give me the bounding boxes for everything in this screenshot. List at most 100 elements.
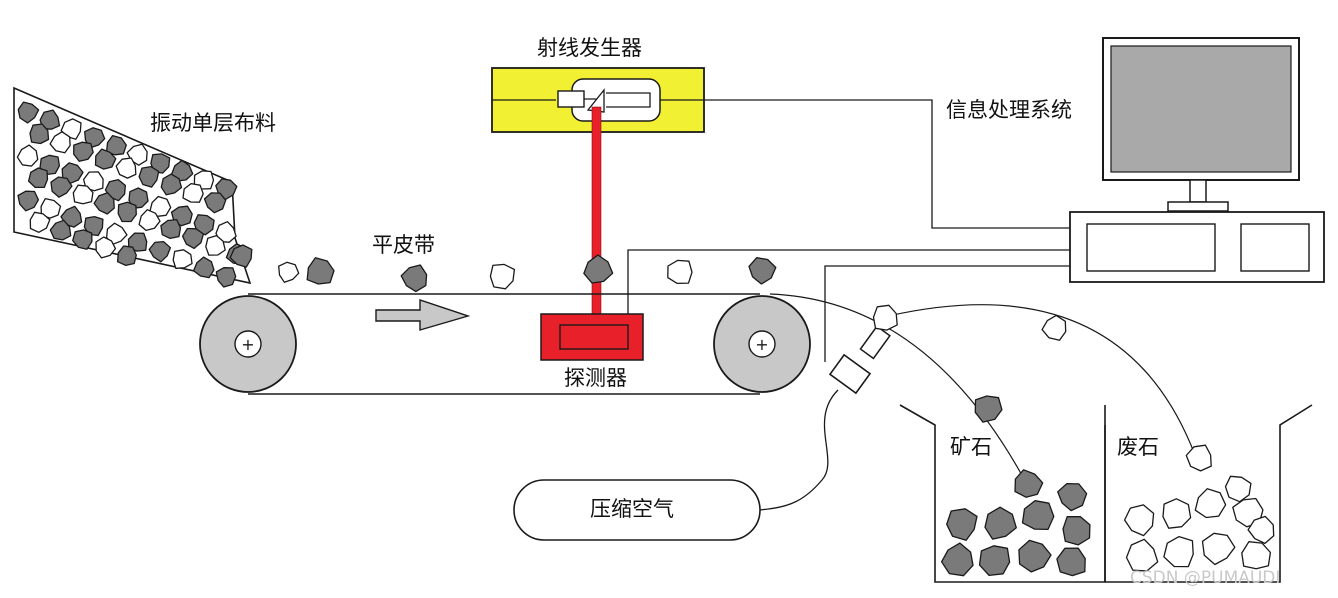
- signal-cables: [627, 99, 1070, 362]
- ore-rock: [29, 123, 50, 145]
- waste-trajectory: [879, 304, 1196, 456]
- ore-rock: [203, 192, 227, 214]
- ore-rock: [181, 227, 205, 250]
- waste-rock: [1224, 475, 1252, 503]
- waste-rock: [138, 209, 161, 232]
- ore-rock: [306, 257, 335, 285]
- ore-rock: [583, 254, 614, 284]
- watermark: CSDN @PUMAUDI: [1130, 568, 1281, 588]
- waste-rock: [105, 222, 128, 245]
- air-ejector: [757, 325, 891, 511]
- ore-rock: [49, 219, 72, 241]
- ore-rock: [60, 205, 83, 228]
- detector: [540, 313, 644, 361]
- waste-rock: [489, 263, 516, 290]
- waste-rock: [1163, 535, 1194, 568]
- waste-rock: [1194, 488, 1227, 519]
- ore-rock: [160, 218, 182, 240]
- detector-cable: [627, 249, 1070, 314]
- waste-rock: [1125, 538, 1159, 572]
- ore-rock: [974, 395, 1003, 423]
- processing-system-label: 信息处理系统: [946, 98, 1072, 122]
- waste-rock: [872, 304, 898, 331]
- waste-rock: [1185, 444, 1212, 472]
- waste-bin: [1105, 404, 1313, 583]
- ore-rock: [215, 267, 237, 288]
- waste-rock: [49, 131, 71, 154]
- ore-trajectory: [769, 293, 1031, 491]
- air-label: 压缩空气: [590, 497, 674, 521]
- waste-rock: [149, 195, 172, 217]
- xray-tube: [571, 78, 661, 122]
- waste-rock: [115, 157, 137, 179]
- ore-rock: [1021, 500, 1055, 531]
- waste-rock: [1162, 498, 1192, 529]
- ore-rock: [400, 264, 428, 293]
- ore-rock: [160, 173, 183, 196]
- ore-rock: [17, 190, 40, 212]
- waste-rock: [82, 171, 104, 192]
- ore-rock: [1057, 482, 1088, 512]
- vibrating-feeder: [13, 86, 252, 288]
- ore-rock: [27, 167, 49, 189]
- waste-rock: [95, 236, 117, 259]
- valve-nozzle-icon: [828, 353, 872, 395]
- ore-rock: [946, 508, 978, 541]
- ore-rock: [1062, 515, 1091, 546]
- waste-rock: [278, 261, 300, 283]
- collection-bins: [899, 404, 1313, 583]
- waste-rock: [1247, 515, 1275, 545]
- detector-label: 探测器: [564, 366, 627, 390]
- waste-rock: [40, 197, 62, 219]
- waste-rock: [29, 211, 51, 233]
- ore-rock: [50, 176, 73, 198]
- ore-rock: [116, 245, 137, 267]
- ore-rock: [138, 165, 160, 188]
- ore-rock: [117, 201, 137, 223]
- ore-rock: [1018, 539, 1052, 573]
- ore-rock: [94, 148, 117, 170]
- ore-label: 矿石: [950, 435, 992, 459]
- ore-rock: [748, 257, 777, 285]
- ore-rock: [148, 240, 172, 263]
- ore-rock: [940, 542, 974, 577]
- valve-cable: [824, 265, 1070, 362]
- waste-rock: [16, 144, 39, 167]
- waste-rock: [205, 234, 226, 256]
- ore-rock: [73, 141, 94, 162]
- ore-rock: [192, 256, 215, 279]
- ore-rock: [127, 232, 148, 252]
- arrow-right-icon: [375, 299, 471, 331]
- waste-rock: [1201, 532, 1236, 566]
- trajectories: [769, 293, 1196, 491]
- ore-rock: [984, 506, 1017, 540]
- waste-label: 废石: [1117, 435, 1159, 459]
- waste-rock: [182, 182, 204, 203]
- waste-rock: [172, 249, 193, 269]
- waste-rock: [1241, 541, 1272, 570]
- ore-rock: [978, 545, 1011, 577]
- generator-cable: [704, 99, 1070, 229]
- monitor-screen: [1110, 45, 1292, 173]
- ore-rock: [1056, 547, 1086, 577]
- ore-rock: [72, 229, 93, 250]
- xray-beam: [591, 106, 602, 318]
- compressed-air-tank: [513, 479, 761, 541]
- waste-rock: [1041, 314, 1067, 341]
- pulley-axle-icon: +: [755, 335, 768, 354]
- ore-rock: [17, 101, 40, 124]
- feeder-label: 振动单层布料: [150, 111, 276, 135]
- generator-label: 射线发生器: [537, 36, 642, 60]
- waste-rock: [1123, 504, 1155, 537]
- rock-pieces: [229, 244, 1275, 577]
- flat-belt-conveyor: + +: [199, 293, 811, 395]
- pulley-axle-icon: +: [241, 335, 254, 354]
- air-hose: [757, 389, 839, 511]
- ore-rock: [229, 244, 253, 268]
- belt-label: 平皮带: [372, 233, 435, 257]
- information-processing-system: [1069, 37, 1325, 283]
- feeder-rocks: [16, 101, 247, 288]
- ore-rock: [1014, 469, 1044, 498]
- ore-rock: [93, 192, 115, 215]
